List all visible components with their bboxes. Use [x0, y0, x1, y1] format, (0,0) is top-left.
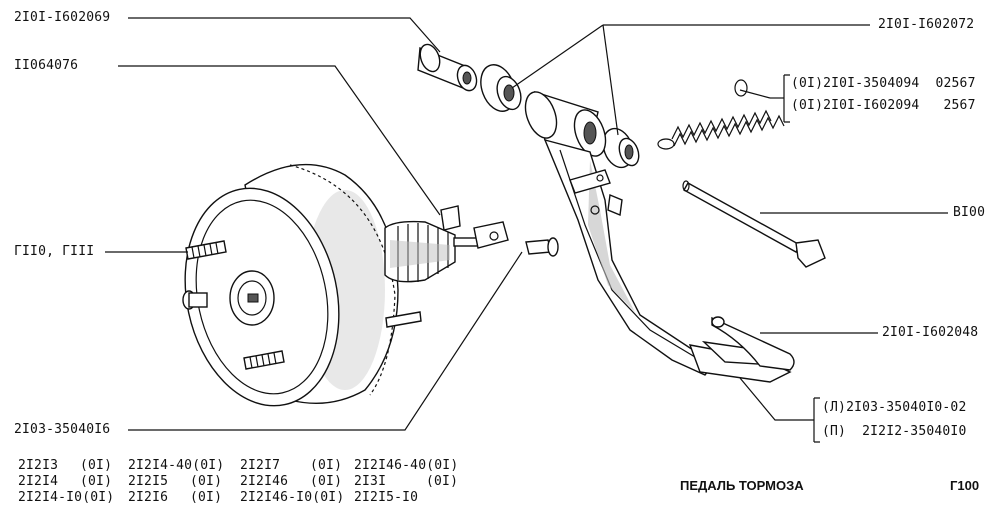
booster-stud-upper: [185, 240, 227, 260]
pedal-pad: [711, 316, 795, 371]
label-2101-1602048: 2I0I-I602048: [882, 325, 979, 340]
label-g110-g111: ГII0, ГIII: [14, 244, 95, 259]
model-cell: (0I): [80, 458, 113, 473]
model-cell: (0I): [80, 474, 113, 489]
vacuum-booster: [182, 163, 559, 407]
model-cell: (0I): [426, 474, 459, 489]
brake-pedal: [524, 90, 792, 383]
model-cell: 2I2I5-I0: [354, 490, 419, 505]
model-cell: 2I2I46-I0(0I): [240, 490, 345, 505]
model-cell: 2I2I4-I0(0I): [18, 490, 115, 505]
booster-pin: [182, 290, 208, 310]
model-cell: 2I2I5: [128, 474, 169, 489]
model-cell: (0I): [190, 490, 223, 505]
model-cell: 2I2I7: [240, 458, 281, 473]
page-title: ПЕДАЛЬ ТОРМОЗА: [680, 478, 804, 493]
booster-boot: [384, 220, 456, 283]
bushing-tube: [417, 43, 478, 92]
model-cell: (0I): [190, 474, 223, 489]
return-spring: [657, 79, 785, 150]
model-cell: 2I2I46-40(0I): [354, 458, 459, 473]
bushing-flanged-left: [480, 64, 522, 112]
label-spring-line-2: (0I)2I0I-I602094 2567: [791, 98, 976, 113]
label-pedal-right: (П) 2I2I2-35040I0: [822, 424, 967, 439]
model-cell: 2I2I46: [240, 474, 289, 489]
label-2103-350416: 2I03-35040I6: [14, 422, 111, 437]
label-2101-1602069: 2I0I-I602069: [14, 10, 111, 25]
model-cell: 2I2I4-40(0I): [128, 458, 225, 473]
bushing-flanged-right: [602, 127, 640, 169]
label-2101-1602072: 2I0I-I602072: [878, 17, 975, 32]
model-cell: (0I): [310, 458, 343, 473]
label-b100: BI00: [953, 205, 986, 220]
model-cell: 2I2I3: [18, 458, 59, 473]
long-bolt: [682, 180, 826, 268]
leader-lines: [105, 17, 948, 443]
page-code: Г100: [950, 478, 980, 493]
model-cell: (0I): [310, 474, 343, 489]
label-spring-line-1: (0I)2I0I-3504094 02567: [791, 76, 976, 91]
clevis-pin: [525, 237, 559, 257]
label-pedal-left: (Л)2I03-35040I0-02: [822, 400, 967, 415]
label-11064076: II064076: [14, 58, 79, 73]
model-cell: 2I2I4: [18, 474, 59, 489]
model-cell: 2I2I6: [128, 490, 169, 505]
booster-stud-lower: [243, 350, 285, 370]
model-cell: 2I3I: [354, 474, 387, 489]
